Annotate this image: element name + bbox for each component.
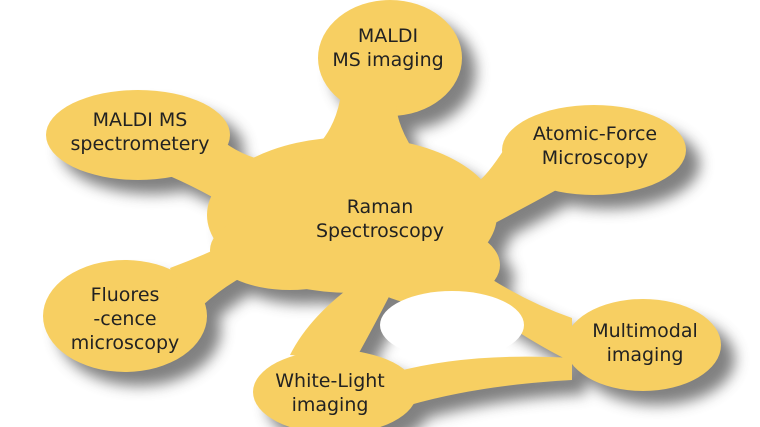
node-line: Fluores [90, 284, 160, 306]
node-white-light-imaging: White-Light imaging [245, 369, 415, 417]
node-connector [290, 280, 395, 360]
node-maldi-ms-spectrometery: MALDI MS spectrometery [55, 108, 225, 156]
node-line: -cence [93, 308, 157, 330]
center-line-2: Spectroscopy [316, 220, 444, 242]
node-line: MALDI MS [92, 109, 188, 131]
node-fluorescence-microscopy: Fluores -cence microscopy [45, 283, 205, 355]
node-line: imaging [606, 344, 684, 366]
node-connector [470, 265, 572, 362]
node-connector [160, 112, 262, 218]
node-line: spectrometery [70, 133, 210, 155]
node-connector [478, 132, 560, 232]
node-blob [253, 350, 417, 427]
node-connector [395, 356, 572, 405]
node-line: White-Light [275, 370, 385, 392]
node-line: Atomic-Force [532, 123, 658, 145]
node-blob [502, 105, 686, 195]
blob-shape [43, 0, 721, 427]
node-line: microscopy [70, 332, 180, 354]
node-line: Multimodal [592, 320, 698, 342]
node-blob [318, 0, 462, 116]
center-line-1: Raman [346, 196, 414, 218]
node-blob [43, 260, 207, 372]
node-line: MS imaging [332, 49, 444, 71]
node-atomic-force-microscopy: Atomic-Force Microscopy [510, 122, 680, 170]
loop-hole [380, 291, 524, 359]
node-connector [300, 100, 420, 160]
node-connector [170, 240, 255, 320]
node-line: imaging [291, 394, 369, 416]
center-node-label: Raman Spectroscopy [265, 195, 495, 243]
node-multimodal-imaging: Multimodal imaging [560, 319, 730, 367]
node-line: Microscopy [541, 147, 649, 169]
node-maldi-ms-imaging: MALDI MS imaging [308, 24, 468, 72]
node-blob [565, 299, 721, 391]
node-line: MALDI [357, 25, 419, 47]
